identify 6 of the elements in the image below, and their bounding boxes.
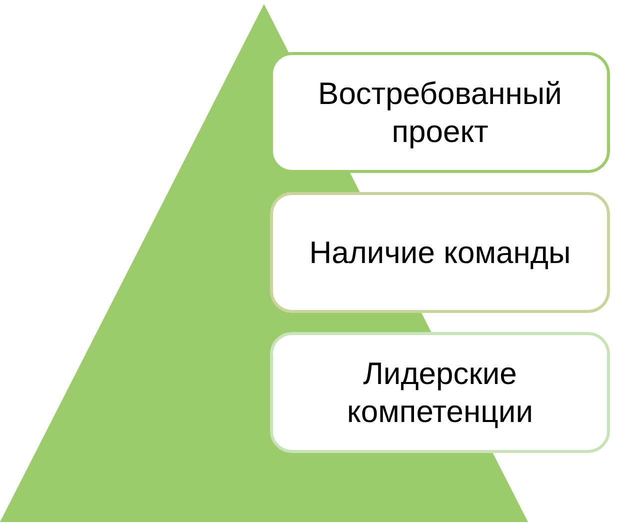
card-text: Лидерские компетенции [346,354,534,430]
text-card [270,332,610,453]
card-text: Наличие команды [309,234,571,272]
text-card [270,192,610,313]
card-text: Востребованный проект [317,74,563,150]
text-card [270,52,610,173]
